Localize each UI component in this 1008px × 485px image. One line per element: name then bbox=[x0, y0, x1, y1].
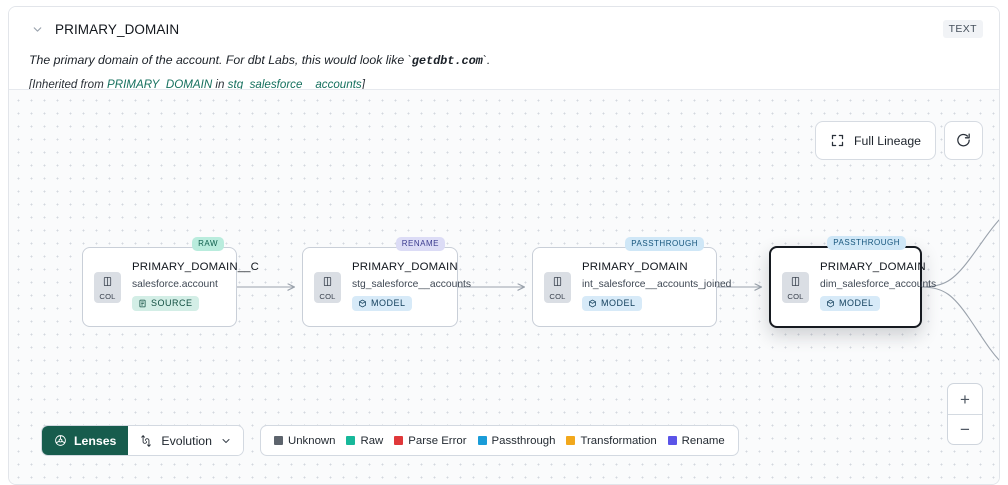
node-table-name: salesforce.account bbox=[132, 278, 218, 290]
legend-item: Unknown bbox=[273, 434, 336, 447]
refresh-button[interactable] bbox=[944, 121, 983, 160]
legend-item: Transformation bbox=[566, 434, 657, 447]
node-body: PRIMARY_DOMAIN dim_salesforce_accounts M… bbox=[820, 261, 936, 313]
column-icon-label: COL bbox=[787, 291, 804, 301]
node-kind-badge: MODEL bbox=[582, 295, 642, 311]
column-icon-label: COL bbox=[549, 291, 566, 301]
node-table-name: dim_salesforce_accounts bbox=[820, 278, 937, 290]
node-kind-badge: MODEL bbox=[352, 295, 412, 311]
column-icon: COL bbox=[544, 271, 571, 303]
expand-icon bbox=[830, 133, 845, 148]
legend-swatch bbox=[394, 436, 404, 445]
legend-label: Parse Error bbox=[408, 434, 467, 447]
refresh-icon bbox=[955, 132, 972, 149]
node-column-name: PRIMARY_DOMAIN bbox=[352, 261, 458, 274]
header-title-row: PRIMARY_DOMAIN bbox=[29, 17, 983, 41]
node-column-name: PRIMARY_DOMAIN__C bbox=[132, 261, 260, 274]
legend-label: Unknown bbox=[287, 434, 336, 447]
lineage-node[interactable]: PASSTHROUGH COL PRIMARY_DOMAIN int_sales… bbox=[532, 237, 731, 327]
description-suffix: `. bbox=[482, 53, 491, 67]
node-tag: PASSTHROUGH bbox=[827, 236, 906, 250]
legend-swatch bbox=[346, 436, 356, 445]
legend-label: Raw bbox=[360, 434, 384, 447]
node-tag: RAW bbox=[192, 237, 224, 251]
legend-swatch bbox=[273, 436, 283, 445]
legend-item: Rename bbox=[667, 434, 725, 447]
legend-swatch bbox=[566, 436, 576, 445]
node-kind-label: MODEL bbox=[839, 298, 874, 309]
full-lineage-label: Full Lineage bbox=[854, 133, 921, 148]
evolution-label: Evolution bbox=[161, 433, 212, 448]
zoom-in-button[interactable]: + bbox=[960, 389, 970, 409]
column-glyph-icon bbox=[552, 274, 563, 292]
legend-item: Raw bbox=[346, 435, 383, 447]
column-icon-label: COL bbox=[319, 291, 336, 301]
node-body: PRIMARY_DOMAIN__C salesforce.account SOU… bbox=[132, 261, 259, 313]
aperture-icon bbox=[54, 434, 67, 447]
column-header: PRIMARY_DOMAIN TEXT The primary domain o… bbox=[9, 7, 999, 91]
column-glyph-icon bbox=[102, 274, 113, 292]
zoom-controls: + − bbox=[947, 383, 983, 445]
lenses-evolution-segment: Lenses Evolution bbox=[41, 425, 244, 456]
column-icon: COL bbox=[782, 271, 809, 303]
page-title: PRIMARY_DOMAIN bbox=[55, 21, 180, 37]
canvas-top-controls: Full Lineage bbox=[815, 121, 983, 160]
lenses-button[interactable]: Lenses bbox=[42, 426, 129, 455]
column-description: The primary domain of the account. For d… bbox=[29, 53, 983, 69]
node-tag: PASSTHROUGH bbox=[625, 237, 704, 251]
inherited-prefix: [Inherited from bbox=[29, 78, 107, 91]
lineage-node[interactable]: RENAME COL PRIMARY_DOMAIN stg_salesforce… bbox=[302, 237, 471, 327]
column-icon-label: COL bbox=[99, 291, 116, 301]
inherited-from-note: [Inherited from PRIMARY_DOMAIN in stg_sa… bbox=[29, 78, 983, 91]
description-prefix: The primary domain of the account. For d… bbox=[29, 53, 412, 67]
column-glyph-icon bbox=[322, 274, 333, 292]
legend-swatch bbox=[667, 436, 677, 445]
column-glyph-icon bbox=[790, 274, 801, 292]
inherited-column-link[interactable]: PRIMARY_DOMAIN bbox=[106, 78, 213, 91]
lineage-node-selected[interactable]: PASSTHROUGH COL PRIMARY_DOMAIN dim_sales… bbox=[769, 236, 936, 328]
node-tag: RENAME bbox=[395, 237, 445, 251]
legend-label: Transformation bbox=[580, 434, 657, 447]
node-kind-label: MODEL bbox=[371, 298, 406, 309]
node-column-name: PRIMARY_DOMAIN bbox=[582, 261, 688, 274]
legend-item: Parse Error bbox=[394, 434, 467, 447]
zoom-out-button[interactable]: − bbox=[948, 414, 982, 444]
column-icon: COL bbox=[94, 271, 121, 303]
column-type-badge: TEXT bbox=[942, 20, 983, 38]
evolution-icon bbox=[139, 434, 153, 448]
lineage-canvas[interactable]: RAW COL PRIMARY_DOMAIN__C salesforce.acc… bbox=[9, 89, 999, 484]
canvas-bottom-toolbar: Lenses Evolution U bbox=[41, 425, 739, 456]
lenses-label: Lenses bbox=[74, 433, 117, 448]
legend-label: Passthrough bbox=[491, 434, 556, 447]
lineage-legend: Unknown Raw Parse Error Passthrough bbox=[259, 425, 739, 456]
node-kind-label: MODEL bbox=[601, 298, 636, 309]
evolution-dropdown[interactable]: Evolution bbox=[128, 426, 243, 455]
description-code: getdbt.com bbox=[411, 54, 483, 68]
node-table-name: int_salesforce__accounts_joined bbox=[582, 278, 732, 290]
legend-swatch bbox=[477, 436, 487, 445]
column-icon: COL bbox=[314, 271, 341, 303]
node-kind-badge: SOURCE bbox=[132, 295, 199, 311]
inherited-suffix: ] bbox=[361, 78, 365, 91]
chevron-down-icon[interactable] bbox=[29, 21, 45, 37]
node-kind-badge: MODEL bbox=[820, 295, 880, 311]
node-body: PRIMARY_DOMAIN stg_salesforce__accounts … bbox=[352, 261, 471, 313]
inherited-model-link[interactable]: stg_salesforce__accounts bbox=[227, 78, 362, 91]
legend-label: Rename bbox=[681, 434, 725, 447]
node-body: PRIMARY_DOMAIN int_salesforce__accounts_… bbox=[582, 261, 731, 313]
node-column-name: PRIMARY_DOMAIN bbox=[820, 261, 926, 274]
legend-item: Passthrough bbox=[477, 434, 556, 447]
full-lineage-button[interactable]: Full Lineage bbox=[815, 121, 936, 160]
lineage-node[interactable]: RAW COL PRIMARY_DOMAIN__C salesforce.acc… bbox=[82, 237, 259, 327]
inherited-mid: in bbox=[212, 78, 228, 91]
node-kind-label: SOURCE bbox=[151, 298, 193, 309]
chevron-down-icon bbox=[220, 435, 232, 447]
node-table-name: stg_salesforce__accounts bbox=[352, 278, 472, 290]
column-detail-panel: PRIMARY_DOMAIN TEXT The primary domain o… bbox=[8, 6, 1000, 485]
